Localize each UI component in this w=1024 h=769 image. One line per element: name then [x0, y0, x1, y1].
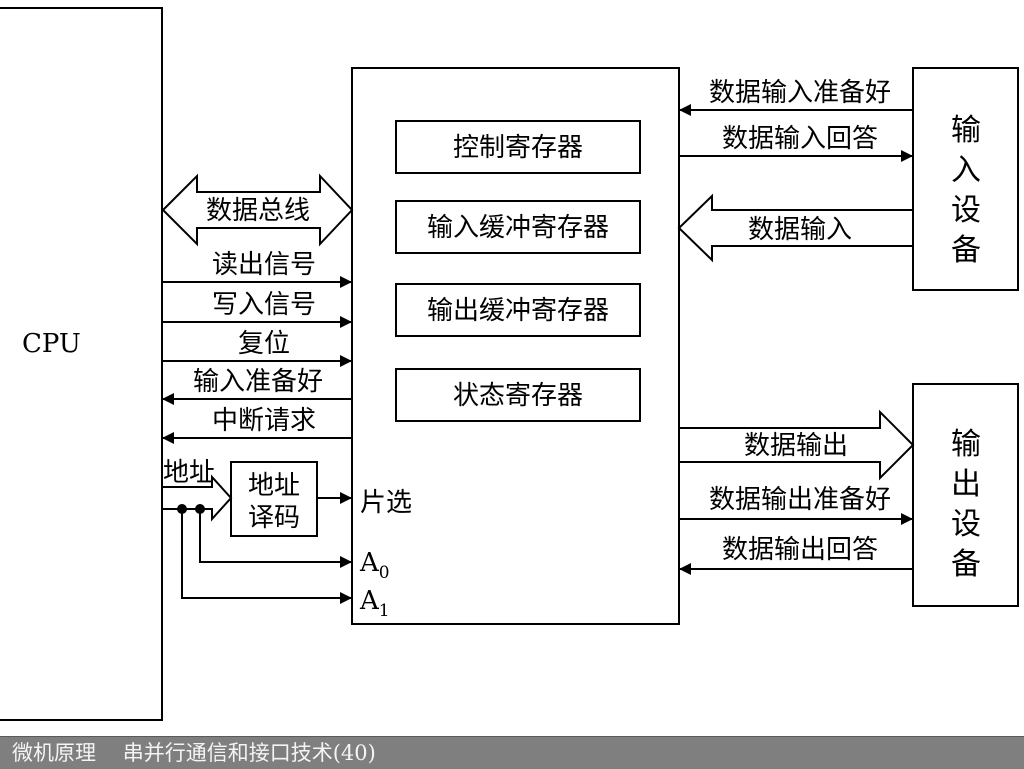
- data-bus-shape: [161, 173, 354, 247]
- output-device-char-4: 备: [951, 547, 981, 582]
- address-decoder-label-line2: 译码: [248, 503, 300, 533]
- input-ack-signal-label: 数据输入回答: [722, 124, 878, 154]
- read-signal-label: 读出信号: [212, 250, 316, 280]
- input-device-char-4: 备: [951, 233, 981, 268]
- register-box-output-buffer: [395, 283, 641, 337]
- output-ack-signal-label: 数据输出回答: [722, 535, 878, 565]
- data-input-arrow: [677, 193, 914, 263]
- output-ready-signal-label: 数据输出准备好: [709, 485, 891, 515]
- input-device-char-1: 输: [951, 113, 981, 148]
- interface-chip: 控制寄存器 输入缓冲寄存器 输出缓冲寄存器 状态寄存器 片选 A0 A1: [351, 67, 680, 625]
- register-box-input-buffer: [395, 200, 641, 254]
- chip-select-label: 片选: [360, 488, 412, 518]
- interrupt-request-label: 中断请求: [212, 406, 316, 436]
- input-ready-signal-label: 数据输入准备好: [709, 78, 891, 108]
- register-label-input-buffer: 输入缓冲寄存器: [427, 213, 609, 243]
- data-bus-label: 数据总线: [206, 196, 310, 226]
- register-box-status: [395, 368, 641, 422]
- output-device-char-3: 设: [951, 507, 981, 542]
- address-path: 地址 地址 译码: [161, 458, 352, 604]
- cpu-control-signals: 读出信号 写入信号 复位 输入准备好 中断请求: [162, 250, 352, 444]
- input-device-char-2: 入: [951, 153, 981, 188]
- data-output-label: 数据输出: [744, 431, 848, 461]
- a0-line: [199, 509, 352, 568]
- footer-text: 微机原理 串并行通信和接口技术(40): [12, 741, 376, 765]
- cpu-block: CPU: [0, 7, 163, 721]
- input-ready-label: 输入准备好: [193, 367, 323, 397]
- input-device-char-3: 设: [951, 193, 981, 228]
- footer-bar: 微机原理 串并行通信和接口技术(40): [0, 736, 1024, 769]
- address-label: 地址: [163, 458, 215, 488]
- cpu-label: CPU: [22, 329, 81, 359]
- data-bus-arrow: 数据总线: [161, 173, 354, 247]
- interface-chip-box: [351, 67, 680, 625]
- cpu-box: [0, 7, 163, 721]
- input-signals: 数据输入准备好 数据输入回答 数据输入: [677, 78, 914, 263]
- write-signal-label: 写入信号: [212, 290, 316, 320]
- output-device-char-2: 出: [951, 467, 981, 502]
- interface-block-diagram: CPU 控制寄存器 输入缓冲寄存器 输出缓冲寄存器 状态寄存器 片选 A0 A1…: [0, 7, 1019, 721]
- data-output-arrow: [678, 409, 915, 481]
- input-device-block: 输 入 设 备: [912, 67, 1019, 291]
- input-device-box: [912, 67, 1019, 291]
- output-signals: 数据输出 数据输出准备好 数据输出回答: [678, 409, 915, 575]
- output-device-char-1: 输: [951, 427, 981, 462]
- output-device-block: 输 出 设 备: [912, 383, 1019, 607]
- register-label-control: 控制寄存器: [453, 133, 583, 163]
- a1-line: [181, 509, 352, 604]
- register-box-control: [395, 120, 641, 174]
- pin-a0-label: A0: [359, 548, 390, 583]
- pin-a1-label: A1: [359, 586, 390, 621]
- reset-signal-label: 复位: [238, 329, 290, 359]
- output-device-box: [912, 383, 1019, 607]
- register-label-output-buffer: 输出缓冲寄存器: [427, 296, 609, 326]
- register-label-status: 状态寄存器: [453, 381, 583, 411]
- data-input-label: 数据输入: [748, 215, 852, 245]
- address-decoder-label-line1: 地址: [248, 471, 300, 501]
